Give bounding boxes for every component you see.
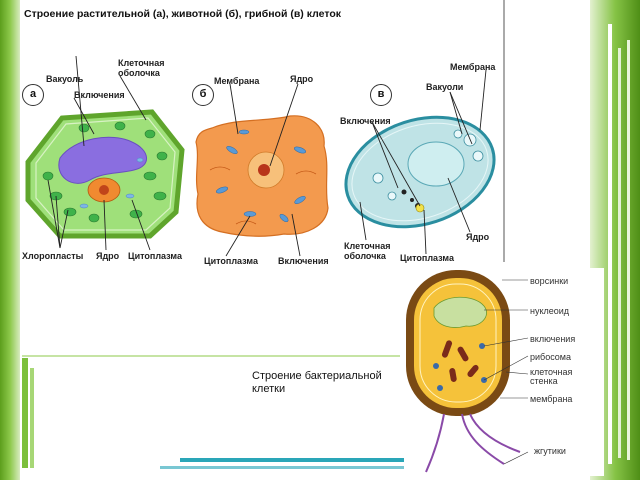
fungal-label-cell-wall: Клеточная оболочка [344, 241, 391, 261]
fungal-label-inclusions: Включения [340, 116, 391, 126]
animal-cell [195, 115, 329, 237]
fungal-nucleus [407, 141, 465, 187]
panel-letter-b: б [192, 84, 214, 106]
plant-label-vacuole: Вакуоль [46, 74, 84, 84]
plant-label-inclusions: Включения [74, 90, 125, 100]
animal-label-inclusions: Включения [278, 256, 329, 266]
fungal-label-nucleus: Ядро [466, 232, 490, 242]
plant-vacuole [58, 136, 147, 184]
fungal-label-cytoplasm: Цитоплазма [400, 253, 454, 263]
bottom-teal-line [180, 458, 600, 462]
plant-nucleus [87, 177, 121, 203]
animal-label-nucleus: Ядро [290, 74, 314, 84]
bacteria-caption: Строение бактериальной клетки [252, 370, 382, 395]
bacteria-nucleoid [433, 296, 487, 328]
bacteria-label-cell-wall: клеточная стенка [530, 367, 573, 386]
animal-label-membrane: Мембрана [214, 76, 260, 86]
chloroplasts [42, 121, 168, 223]
bacteria-label-pili: ворсинки [530, 276, 569, 286]
left-green-border [0, 0, 20, 480]
animal-label-cytoplasm: Цитоплазма [204, 256, 258, 266]
left-green-bar [22, 358, 28, 468]
animal-nucleus [247, 151, 285, 189]
bacteria-flagella [425, 413, 521, 473]
bacteria-label-flagella: жгутики [534, 446, 566, 456]
bacteria-label-inclusions: включения [530, 334, 576, 344]
plant-cell [25, 109, 185, 239]
bacteria-label-nucleoid: нуклеоид [530, 306, 570, 316]
bacteria-label-membrane: мембрана [530, 394, 573, 404]
plant-label-nucleus: Ядро [96, 251, 120, 261]
plant-label-cytoplasm: Цитоплазма [128, 251, 182, 261]
panel-letter-v: в [370, 84, 392, 106]
figure-title: Строение растительной (а), животной (б),… [24, 8, 341, 20]
bacteria-figure [404, 268, 604, 476]
pointer-lines [47, 55, 487, 257]
plant-label-cell-wall: Клеточная оболочка [118, 58, 165, 78]
panel-letter-a: а [22, 84, 44, 106]
bacteria-label-ribosome: рибосома [530, 352, 571, 362]
fungal-label-vacuoles: Вакуоли [426, 82, 464, 92]
plant-label-chloroplasts: Хлоропласты [22, 251, 84, 261]
fungal-label-membrane: Мембрана [450, 62, 496, 72]
